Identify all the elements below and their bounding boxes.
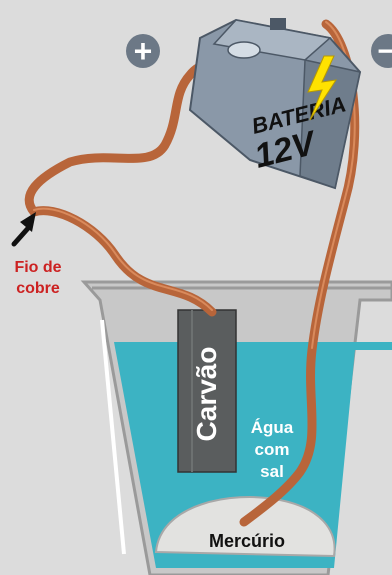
carbon-label: Carvão: [191, 347, 222, 442]
arrow-head-icon: [20, 212, 36, 232]
water-label-line1: Água: [251, 418, 294, 437]
wire-label-line1: Fio de: [14, 259, 61, 276]
wire-positive-highlight: [33, 207, 213, 311]
water-label-line2: com: [255, 440, 290, 459]
carbon-electrode: Carvão: [177, 309, 237, 473]
minus-icon: −: [377, 35, 392, 68]
battery: BATERIA 12V: [188, 18, 362, 190]
wire-label-line2: cobre: [16, 280, 60, 297]
battery-negative-terminal: [270, 18, 286, 30]
lightning-icon: [307, 55, 338, 121]
pointer-arrow: [11, 212, 36, 247]
wire-positive: [24, 58, 237, 317]
plus-sign: +: [126, 33, 160, 69]
plus-circle: [126, 34, 160, 68]
minus-circle: [371, 34, 392, 68]
mercury-label: Mercúrio: [209, 531, 285, 551]
arrow-shaft: [11, 223, 33, 247]
battery-side: [299, 59, 361, 189]
battery-positive-terminal: [227, 41, 261, 59]
water-label-line3: sal: [260, 462, 284, 481]
carbon-rod: [177, 309, 237, 473]
glass-highlight: [100, 319, 126, 555]
plus-icon: +: [134, 33, 153, 69]
minus-sign: −: [371, 34, 392, 68]
